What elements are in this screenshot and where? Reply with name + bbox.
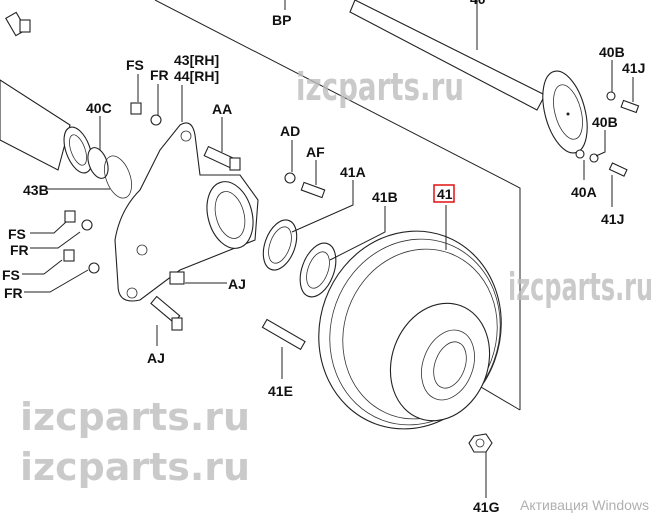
label-fr[interactable]: FR [10,242,29,258]
o-ring-43b [104,155,132,199]
bolt-top-left [5,11,31,37]
windows-activation-notice: Активация Windows [520,497,649,513]
hub-nut-41g [468,433,493,453]
label-40b[interactable]: 40B [599,44,625,60]
watermark: izcparts.ru [20,445,250,489]
label-41b[interactable]: 41B [372,189,398,205]
label-aa[interactable]: AA [212,101,232,117]
label-41e[interactable]: 41E [268,383,293,399]
label-40a[interactable]: 40A [571,184,597,200]
watermark: izcparts.ru [508,265,653,309]
seals-41a-41b [262,219,337,298]
label-af[interactable]: AF [306,144,325,160]
watermark: izcparts.ru [20,395,250,439]
label-41a[interactable]: 41A [340,164,366,180]
label-fs[interactable]: FS [126,57,144,73]
label-44rh[interactable]: 44[RH] [174,68,219,84]
label-fr[interactable]: FR [4,285,23,301]
label-fs[interactable]: FS [8,226,26,242]
brake-drum-hub-41 [318,230,502,430]
assembly-guide-line [154,0,521,410]
label-40c[interactable]: 40C [86,100,112,116]
label-41g[interactable]: 41G [473,499,500,514]
fasteners-left [63,102,185,331]
axle-shaft [349,0,588,154]
label-ad[interactable]: AD [280,123,300,139]
left-leaders [22,0,487,498]
watermark: izcparts.ru [296,65,464,109]
wheel-stud-41e [261,318,306,351]
label-43b[interactable]: 43B [23,182,49,198]
label-41j[interactable]: 41J [601,211,624,227]
label-40b[interactable]: 40B [592,114,618,130]
label-41j[interactable]: 41J [622,60,645,76]
washer-ad-bolt-af [284,172,326,199]
label-aj[interactable]: AJ [228,276,246,292]
label-aj[interactable]: AJ [147,350,165,366]
label-fs[interactable]: FS [2,267,20,283]
nut-washer-bolt-set-right [575,91,640,177]
label-fr[interactable]: FR [150,67,169,83]
label-41[interactable]: 41 [437,186,453,202]
bolt-aa [203,145,241,171]
label-40[interactable]: 40 [470,0,486,7]
highlight-box-41 [433,184,455,203]
right-leaders [583,60,634,207]
label-43rh[interactable]: 43[RH] [174,52,219,68]
label-bp[interactable]: BP [272,12,291,28]
steering-knuckle [114,122,259,302]
axle-housing-tube [0,79,93,174]
